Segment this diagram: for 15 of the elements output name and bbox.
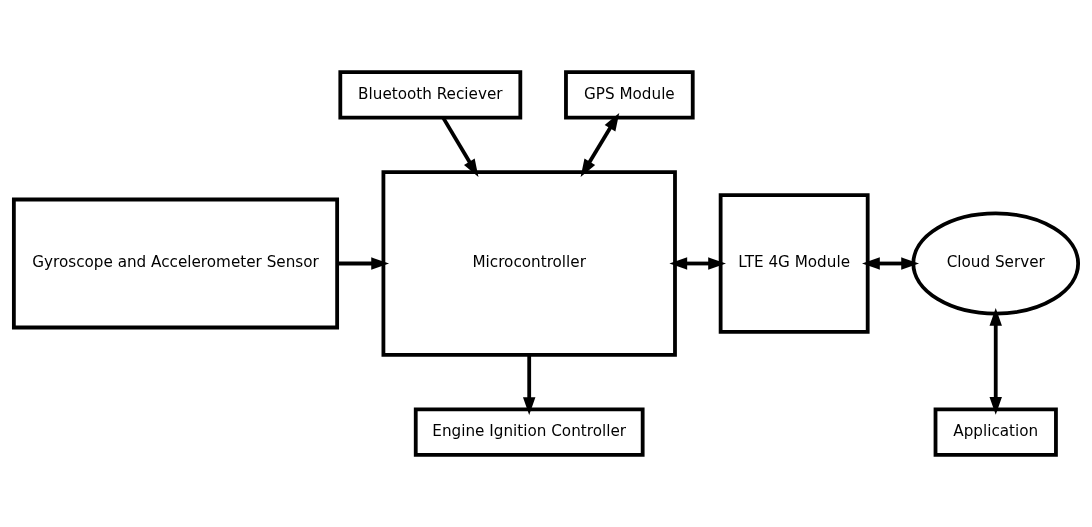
node-box: GPS Module [564, 70, 695, 120]
node-box: Engine Ignition Controller [413, 407, 645, 457]
arrow [862, 257, 919, 270]
node-box: Microcontroller [381, 170, 677, 357]
node-box: Gyroscope and Accelerometer Sensor [11, 197, 340, 330]
arrow [337, 257, 390, 270]
arrow [522, 355, 536, 415]
arrow [580, 112, 620, 177]
node-box: Bluetooth Reciever [338, 70, 523, 120]
node-ellipse: Cloud Server [911, 211, 1081, 316]
arrow [669, 257, 726, 270]
node-box: Application [933, 407, 1058, 457]
node-box: LTE 4G Module [718, 193, 870, 334]
arrow [989, 307, 1002, 415]
arrow [441, 116, 479, 177]
